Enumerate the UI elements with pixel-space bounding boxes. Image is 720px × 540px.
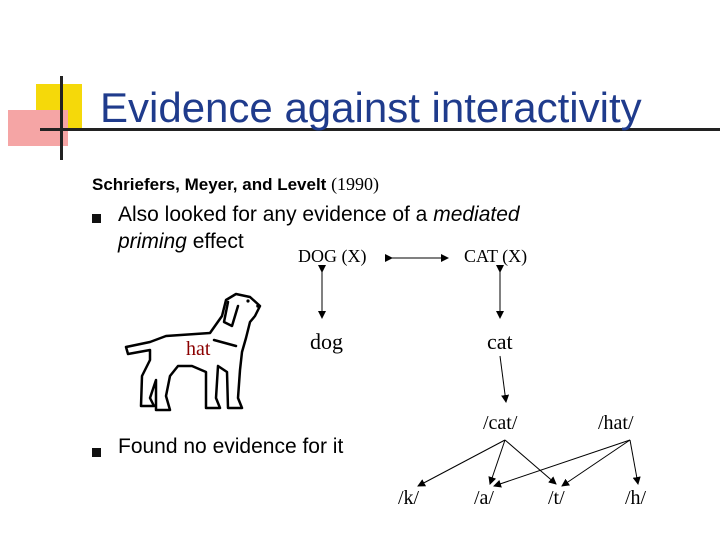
dog-word-node: dog <box>310 329 343 355</box>
link-hat-h <box>630 440 638 484</box>
cat-form-node: /cat/ <box>483 412 517 435</box>
link-cat-form <box>500 356 506 402</box>
cat-concept-node: CAT (X) <box>464 246 527 267</box>
link-hat-t <box>562 440 630 486</box>
segment-t-node: /t/ <box>548 487 565 510</box>
cat-word-node: cat <box>487 329 513 355</box>
picture-distractor-label: hat <box>186 338 210 361</box>
segment-h-node: /h/ <box>625 487 646 510</box>
segment-k-node: /k/ <box>398 487 419 510</box>
dog-concept-node: DOG (X) <box>298 246 366 267</box>
segment-a-node: /a/ <box>474 487 494 510</box>
link-cat-t <box>505 440 556 484</box>
hat-form-node: /hat/ <box>598 412 634 435</box>
link-hat-a <box>494 440 630 486</box>
